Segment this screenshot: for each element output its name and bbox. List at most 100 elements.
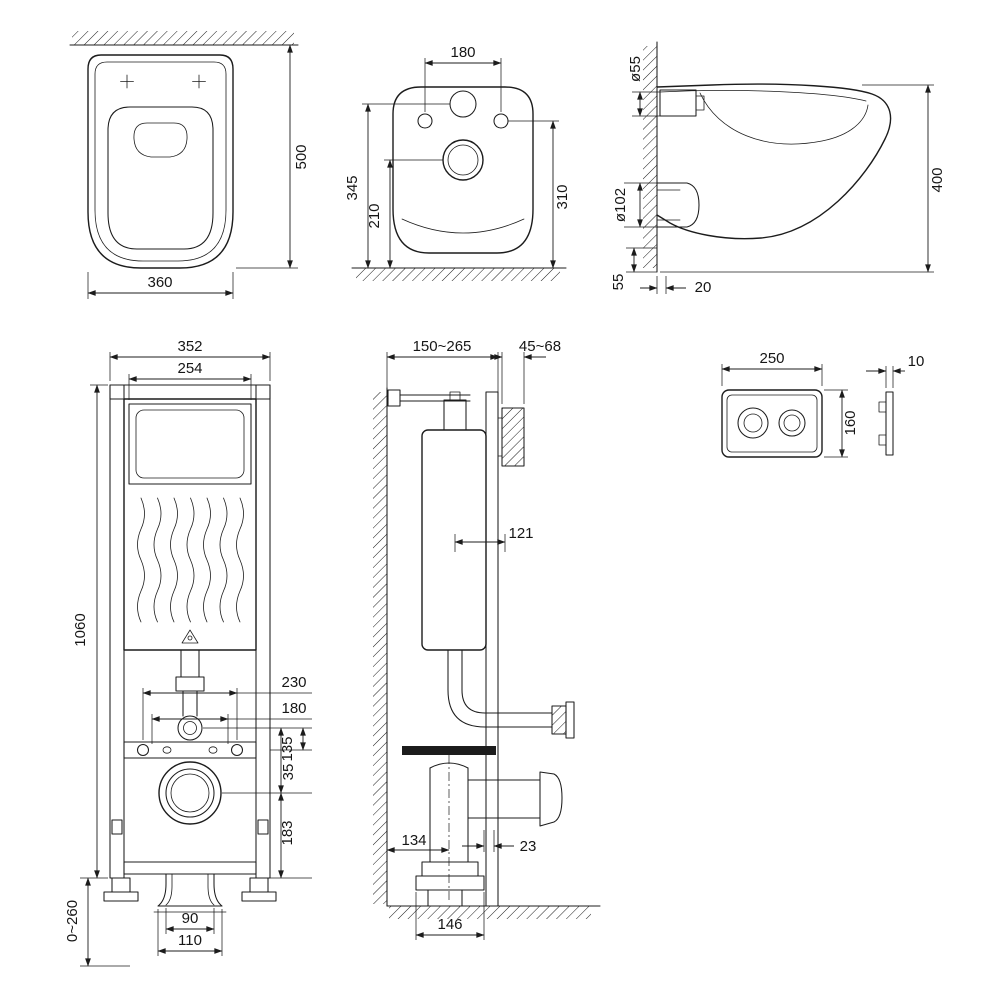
inspection-window-inner bbox=[135, 409, 245, 479]
bowl-rim-inner bbox=[94, 61, 227, 262]
rear-outline bbox=[392, 86, 534, 254]
mounting-cross-marks bbox=[120, 74, 206, 89]
dim-20: 20 bbox=[640, 276, 711, 296]
frame-structure bbox=[109, 384, 271, 879]
dim-label-drop-135: 135 bbox=[279, 736, 296, 761]
dim-label-frame-width: 352 bbox=[177, 338, 202, 355]
dim-label-hole-spacing: 180 bbox=[450, 44, 475, 61]
plate-side-profile bbox=[878, 391, 894, 456]
cistern-side bbox=[421, 429, 487, 651]
outlet-flange-mid bbox=[165, 768, 215, 818]
dim-146: 146 bbox=[415, 892, 485, 940]
wall-hatch bbox=[72, 31, 294, 45]
dim-depth-range: 150~265 bbox=[386, 338, 499, 392]
dim-plate-range: 45~68 bbox=[480, 338, 561, 404]
dim-135-35-183: 135 35 183 bbox=[203, 727, 312, 879]
dim-352: 352 bbox=[109, 338, 271, 381]
flush-plate-section-hatch bbox=[502, 408, 524, 466]
view-frame-front: 352 254 1060 230 180 bbox=[64, 338, 312, 967]
view-toilet-top: 500 360 bbox=[69, 31, 310, 299]
dim-plate-height: 160 bbox=[824, 389, 859, 458]
dim-label-plate-thickness: 10 bbox=[908, 353, 925, 370]
cistern-body bbox=[123, 398, 257, 651]
flush-plate-section bbox=[501, 407, 525, 467]
dim-121: 121 bbox=[454, 525, 534, 552]
flush-flange-hatch bbox=[552, 706, 566, 734]
view-toilet-rear: 180 345 210 310 bbox=[344, 44, 571, 281]
water-area bbox=[133, 122, 188, 158]
dim-345: 345 bbox=[344, 103, 450, 269]
dim-foot-range: 0~260 bbox=[64, 877, 130, 967]
inlet-connector bbox=[659, 89, 697, 117]
fill-valve bbox=[443, 391, 467, 431]
wall-hatch-side bbox=[643, 46, 657, 268]
view-flush-plate: 250 160 10 bbox=[721, 350, 925, 458]
mounting-hole-right bbox=[493, 113, 509, 129]
dim-label-offset-35: 35 bbox=[280, 764, 297, 781]
flush-bend-pipe bbox=[175, 649, 205, 717]
outlet-pipe bbox=[656, 182, 700, 228]
flush-flange-plate bbox=[565, 701, 575, 739]
bowl-opening bbox=[107, 106, 214, 250]
fixing-hole-right bbox=[230, 743, 244, 757]
dim-label-plate-height: 160 bbox=[842, 410, 859, 435]
rail-slot-left bbox=[162, 746, 172, 754]
dim-360: 360 bbox=[87, 272, 234, 299]
dim-label-121: 121 bbox=[508, 525, 533, 542]
dim-label-outlet-110: 110 bbox=[178, 932, 202, 949]
dim-230: 230 bbox=[142, 674, 312, 740]
inlet-connector-step bbox=[695, 95, 705, 111]
dim-label-inlet-dia: ø55 bbox=[627, 56, 644, 82]
dim-label-height-outlet: 210 bbox=[366, 203, 383, 228]
inlet-bend-circle-inner bbox=[183, 721, 197, 735]
plate-profile-body bbox=[885, 391, 894, 456]
dim-label-23: 23 bbox=[520, 838, 537, 855]
dim-label-outlet-90: 90 bbox=[182, 910, 199, 927]
flush-button-small bbox=[778, 409, 806, 437]
rail-slot-right bbox=[208, 746, 218, 754]
bowl-inner-curve bbox=[699, 92, 869, 145]
dim-label-depth-range: 150~265 bbox=[413, 338, 472, 355]
brand-logo-mark bbox=[181, 629, 199, 644]
outlet-hole bbox=[442, 139, 484, 181]
dim-label-plate-width: 250 bbox=[759, 350, 784, 367]
dim-label-146: 146 bbox=[437, 916, 462, 933]
dim-label-foot-range: 0~260 bbox=[64, 900, 81, 942]
outlet-pipe-detail bbox=[656, 189, 681, 221]
dim-label-frame-height: 1060 bbox=[72, 613, 89, 646]
inspection-window bbox=[128, 403, 252, 485]
dim-310: 310 bbox=[508, 120, 571, 269]
flush-pipe-side bbox=[447, 649, 553, 728]
dim-500: 500 bbox=[236, 44, 310, 269]
dim-outlet-dia: ø102 bbox=[612, 182, 657, 228]
plate-clip-top bbox=[878, 401, 887, 413]
dim-90: 90 bbox=[165, 908, 215, 934]
mounting-hole-left bbox=[417, 113, 433, 129]
frame-cross-rail-section bbox=[402, 746, 496, 755]
fixing-rail bbox=[123, 741, 257, 759]
dim-label-bottom-offset: 55 bbox=[610, 274, 627, 291]
dim-1060: 1060 bbox=[72, 384, 108, 879]
dim-label-134: 134 bbox=[401, 832, 426, 849]
bottom-outlet-bell bbox=[153, 873, 227, 913]
drain-elbow bbox=[415, 762, 563, 907]
dim-134: 134 bbox=[386, 832, 450, 853]
frame-feet bbox=[103, 877, 277, 902]
dim-label-height-holes: 310 bbox=[554, 184, 571, 209]
dim-label-toilet-width: 360 bbox=[147, 274, 172, 291]
flush-button-large-inner bbox=[743, 413, 763, 433]
outlet-flange-inner bbox=[170, 773, 210, 813]
dim-label-span-180: 180 bbox=[281, 700, 306, 717]
dim-label-outlet-dia: ø102 bbox=[612, 188, 629, 222]
plate-inner-edge bbox=[726, 394, 818, 453]
wall-hatch-frame bbox=[373, 392, 387, 904]
frame-post bbox=[485, 391, 499, 907]
floor-hatch bbox=[356, 268, 560, 281]
floor-hatch-frame bbox=[389, 906, 591, 919]
side-profile bbox=[656, 83, 892, 240]
wall-bracket-rod bbox=[387, 389, 471, 407]
dim-210: 210 bbox=[366, 159, 443, 269]
plate-clip-bottom bbox=[878, 434, 887, 446]
